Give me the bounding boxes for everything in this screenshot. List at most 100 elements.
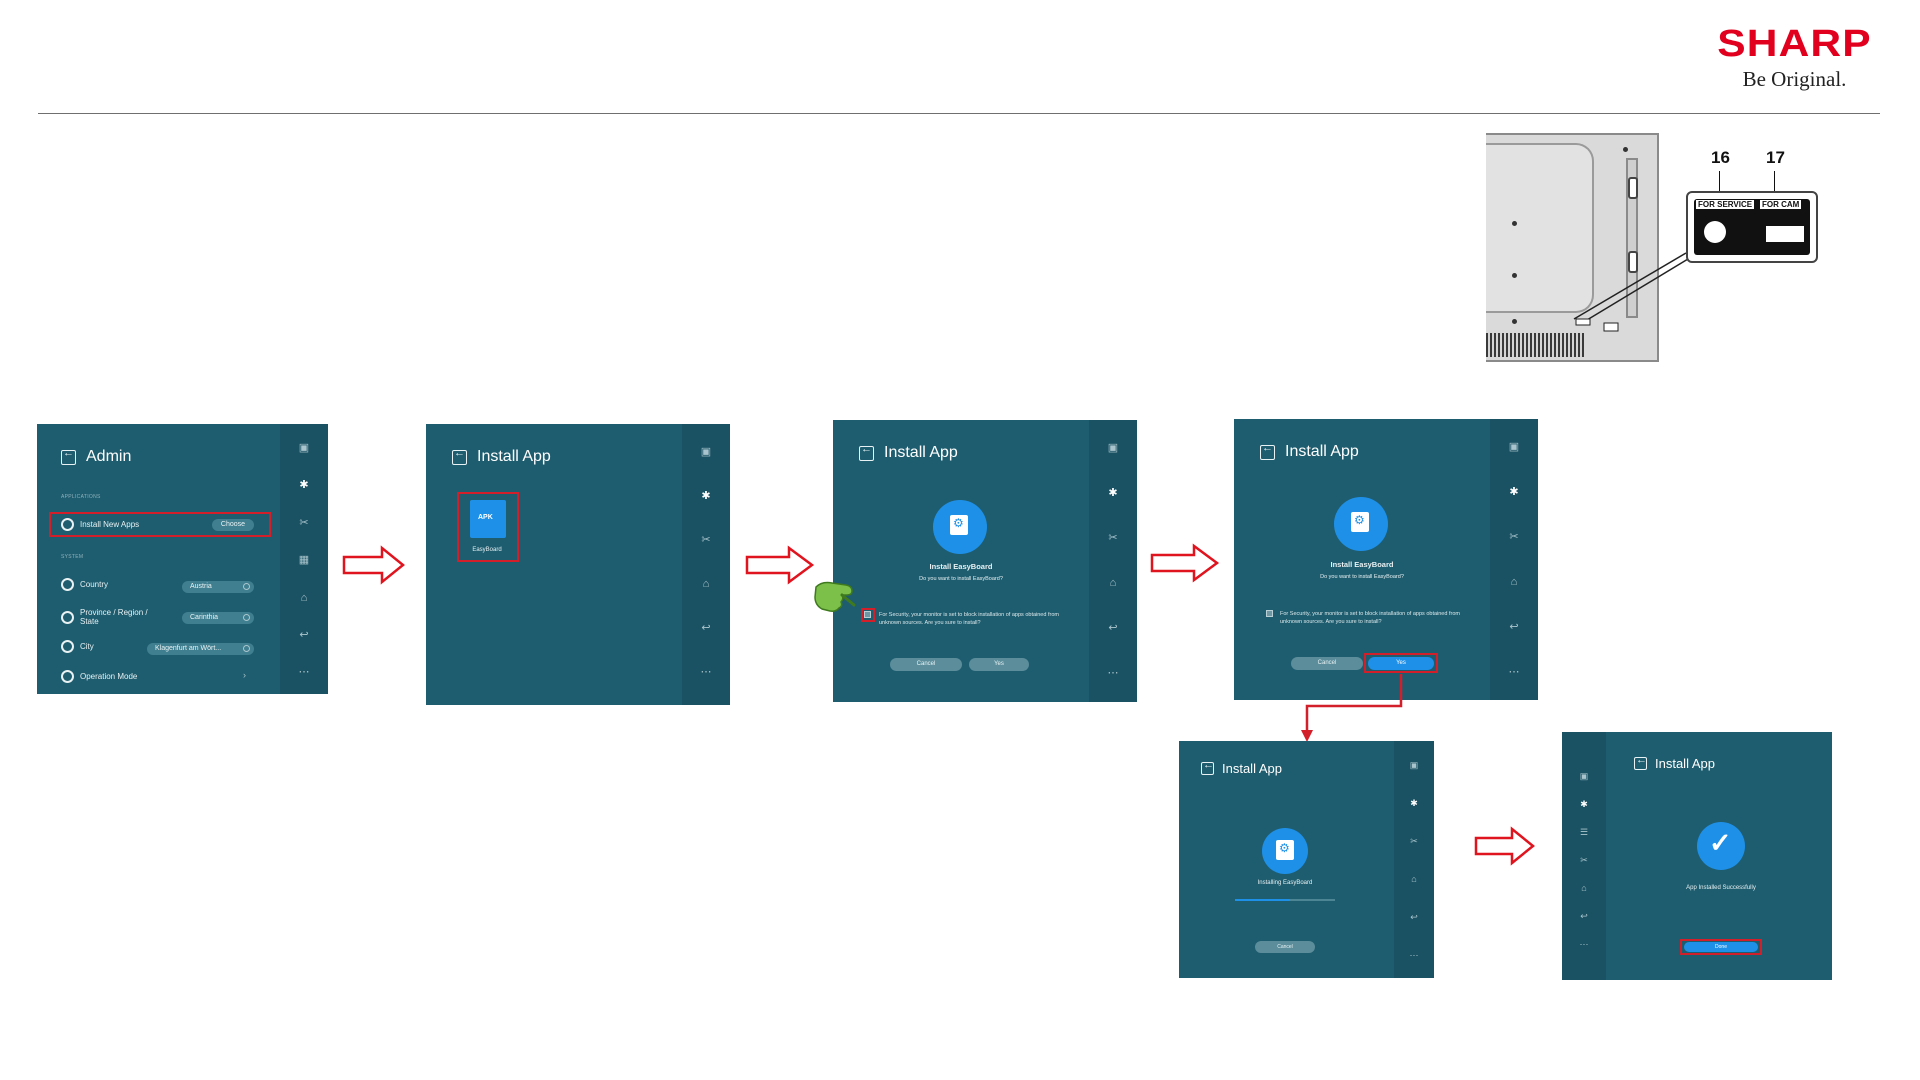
home-icon[interactable]: ⌂ (1411, 874, 1417, 884)
back-icon[interactable] (1201, 759, 1214, 775)
province-row[interactable]: Province / Region / State (61, 608, 156, 626)
screen-title: Install App (1285, 443, 1359, 460)
country-row[interactable]: Country (61, 578, 108, 591)
choose-button[interactable]: Choose (212, 519, 254, 531)
side-rail: ▣ ✱ ✂ ⌂ ↩ ⋯ (682, 424, 730, 705)
screw-dot (1512, 221, 1517, 226)
screen-title: Install App (477, 448, 551, 465)
back-icon[interactable] (1260, 442, 1275, 460)
return-icon[interactable]: ↩ (1410, 912, 1418, 922)
operation-mode-row[interactable]: Operation Mode (61, 670, 137, 683)
screen-header: Install App (1634, 754, 1715, 771)
install-progress-fill (1235, 899, 1290, 901)
yes-button[interactable]: Yes (969, 658, 1029, 671)
home-icon[interactable]: ⌂ (1109, 577, 1117, 589)
screen-header: Install App (859, 443, 958, 462)
label-16: 16 (1711, 148, 1730, 167)
province-value: Carinthia (190, 614, 219, 621)
settings-doc-icon (1351, 512, 1369, 532)
install-app-icon (1262, 828, 1308, 874)
security-checkbox[interactable] (864, 611, 871, 618)
monitor-icon[interactable]: ▣ (298, 442, 310, 454)
return-icon[interactable]: ↩ (1108, 622, 1118, 634)
city-row[interactable]: City (61, 640, 94, 653)
list-icon[interactable]: ☰ (1579, 827, 1589, 837)
done-button[interactable]: Done (1684, 942, 1758, 952)
cam-port-label: FOR CAM (1760, 200, 1802, 209)
gear-icon[interactable]: ✱ (1509, 486, 1519, 498)
sharp-logo: SHARP Be Original. (1707, 25, 1882, 92)
home-icon[interactable]: ⌂ (1581, 883, 1587, 893)
home-icon[interactable]: ⌂ (300, 592, 308, 604)
service-port-label: FOR SERVICE (1696, 200, 1755, 209)
country-select[interactable]: Austria (182, 581, 254, 593)
header-divider (38, 113, 1880, 114)
cancel-button[interactable]: Cancel (1291, 657, 1363, 670)
monitor-icon[interactable]: ▣ (1579, 771, 1589, 781)
cancel-button[interactable]: Cancel (890, 658, 962, 671)
settings-doc-icon (950, 515, 968, 535)
monitor-icon[interactable]: ▣ (1409, 760, 1419, 770)
label-17: 17 (1766, 148, 1785, 167)
monitor-icon[interactable]: ▣ (1508, 441, 1520, 453)
brand-tagline: Be Original. (1742, 67, 1847, 91)
home-icon[interactable]: ⌂ (1510, 576, 1518, 588)
return-icon[interactable]: ↩ (1509, 621, 1519, 633)
gear-icon[interactable]: ✱ (1580, 799, 1588, 809)
side-port (1628, 177, 1638, 199)
leader-line-16 (1719, 171, 1720, 195)
monitor-panel-recess (1486, 143, 1594, 313)
screen-install-confirm: ▣ ✱ ✂ ⌂ ↩ ⋯ Install App Install EasyBoar… (833, 420, 1137, 702)
tools-icon[interactable]: ✂ (701, 534, 711, 546)
tools-icon[interactable]: ✂ (1410, 836, 1418, 846)
back-icon[interactable] (1634, 754, 1647, 770)
install-highlight (49, 512, 271, 537)
mode-icon (61, 670, 74, 683)
security-checkbox-checked[interactable] (1266, 610, 1273, 617)
return-icon[interactable]: ↩ (701, 622, 711, 634)
more-icon[interactable]: ⋯ (1107, 667, 1119, 679)
install-question: Do you want to install EasyBoard? (1320, 574, 1404, 580)
screen-admin: ▣ ✱ ✂ ▦ ⌂ ↩ ⋯ Admin APPLICATIONS Install… (37, 424, 328, 694)
screen-header: Install App (1201, 759, 1282, 776)
security-note: For Security, your monitor is set to blo… (1280, 611, 1460, 625)
back-icon[interactable] (61, 447, 76, 465)
gear-icon[interactable]: ✱ (299, 479, 309, 491)
grid-icon[interactable]: ▦ (298, 554, 310, 566)
apk-file-icon[interactable]: APK (470, 500, 506, 538)
back-icon[interactable] (452, 447, 467, 465)
install-new-apps-row[interactable]: Install New Apps (61, 518, 139, 531)
side-rail: ▣ ✱ ✂ ▦ ⌂ ↩ ⋯ (280, 424, 328, 694)
monitor-icon[interactable]: ▣ (1107, 442, 1119, 454)
monitor-icon[interactable]: ▣ (700, 446, 712, 458)
province-select[interactable]: Carinthia (182, 612, 254, 624)
checkbox-highlight (861, 608, 875, 622)
city-select[interactable]: Klagenfurt am Wört... (147, 643, 254, 655)
brand-name: SHARP (1717, 23, 1872, 65)
tools-icon[interactable]: ✂ (1509, 531, 1519, 543)
more-icon[interactable]: ⋯ (1508, 666, 1520, 678)
yes-button[interactable]: Yes (1368, 657, 1434, 670)
tools-icon[interactable]: ✂ (1108, 532, 1118, 544)
return-icon[interactable]: ↩ (1580, 911, 1588, 921)
more-icon[interactable]: ⋯ (1579, 939, 1589, 949)
cancel-button[interactable]: Cancel (1255, 941, 1315, 953)
back-icon[interactable] (859, 443, 874, 461)
more-icon[interactable]: ⋯ (1409, 950, 1419, 960)
gear-icon[interactable]: ✱ (701, 490, 711, 502)
home-icon[interactable]: ⌂ (702, 578, 710, 590)
tools-icon[interactable]: ✂ (1580, 855, 1588, 865)
screw-dot (1512, 273, 1517, 278)
more-icon[interactable]: ⋯ (700, 666, 712, 678)
screen-title: Admin (86, 448, 132, 465)
gear-icon[interactable]: ✱ (1108, 487, 1118, 499)
chevron-down-icon (243, 583, 250, 590)
chevron-down-icon (243, 614, 250, 621)
gear-icon[interactable]: ✱ (1410, 798, 1418, 808)
tools-icon[interactable]: ✂ (299, 517, 309, 529)
install-icon (61, 518, 74, 531)
monitor-rear-diagram: 16 17 FOR SERVICE FOR CAM (1486, 133, 1818, 363)
settings-doc-icon (1276, 840, 1294, 860)
return-icon[interactable]: ↩ (299, 629, 309, 641)
more-icon[interactable]: ⋯ (298, 666, 310, 678)
